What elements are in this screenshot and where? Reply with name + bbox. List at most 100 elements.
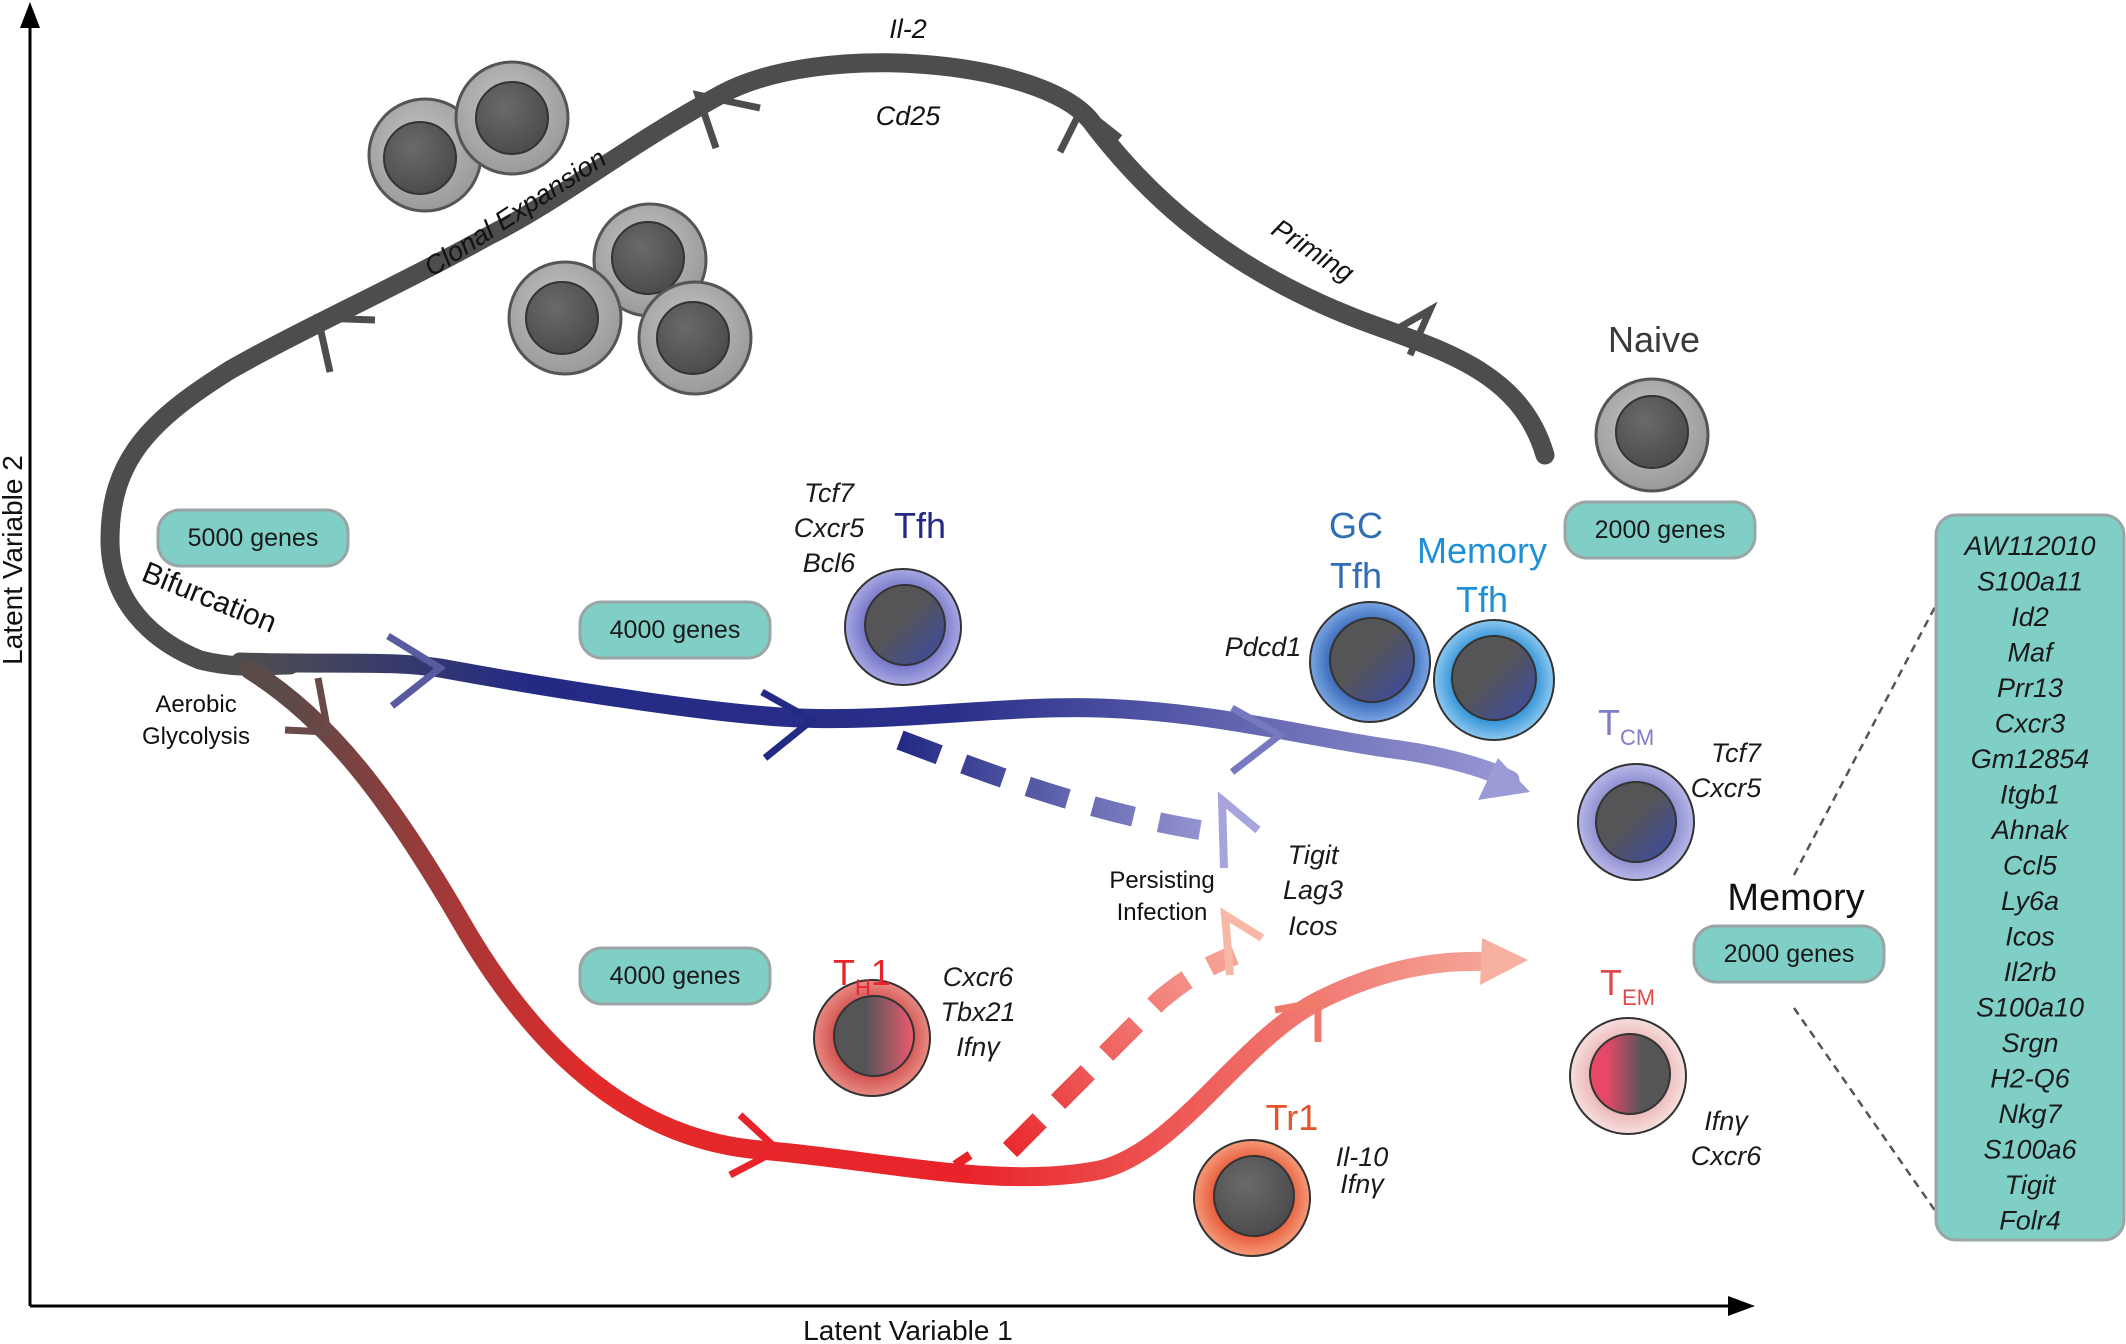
exhaustion-gene-labels: Tigit Lag3 Icos	[1283, 840, 1343, 941]
tfh-gene-labels: Tcf7 Cxcr5 Bcl6	[794, 478, 865, 578]
tcm-cell	[1577, 763, 1695, 881]
memory-gene-item: S100a10	[1976, 993, 2084, 1023]
memory-gene-list: AW112010S100a11Id2MafPrr13Cxcr3Gm12854It…	[1934, 513, 2126, 1242]
memory-gene-item: Ccl5	[2003, 851, 2058, 881]
svg-text:Tbx21: Tbx21	[940, 997, 1015, 1027]
svg-text:Ifnγ: Ifnγ	[1340, 1169, 1385, 1199]
blue-chevron-icon	[1229, 704, 1287, 775]
clonal-expansion-cells	[367, 60, 753, 396]
grey-chevron-icon	[1393, 301, 1438, 357]
red-dashed-arrow-icon	[1220, 907, 1265, 976]
svg-text:Cxcr6: Cxcr6	[1691, 1141, 1762, 1171]
gc-tfh-gene-label: Pdcd1	[1225, 632, 1302, 662]
memory-gene-item: Srgn	[2001, 1028, 2058, 1058]
memory-gene-item: H2-Q6	[1990, 1064, 2071, 1094]
x-axis-label: Latent Variable 1	[803, 1315, 1013, 1344]
infection-label: Infection	[1117, 899, 1208, 926]
persisting-label: Persisting	[1109, 867, 1214, 894]
memory-gene-item: Nkg7	[1998, 1099, 2062, 1129]
y-axis-arrow-icon	[20, 2, 40, 28]
blue-chevron-icon	[760, 688, 819, 761]
svg-text:Il-10: Il-10	[1336, 1142, 1389, 1172]
memory-tfh-cell	[1433, 619, 1555, 741]
tr1-gene-labels: Il-10 Ifnγ	[1336, 1142, 1389, 1199]
memory-connector-bottom	[1792, 1007, 1938, 1213]
memory-label: Memory	[1727, 877, 1864, 919]
tfh-label: Tfh	[894, 505, 946, 546]
memory-gene-item: Il2rb	[2004, 957, 2057, 987]
memory-gene-item: AW112010	[1962, 531, 2095, 561]
red-chevron-icon	[284, 677, 333, 736]
tfh-cell	[844, 568, 962, 686]
th1-label: TH1	[833, 952, 891, 1000]
blue-chevron-icon	[386, 633, 447, 709]
svg-text:Ifnγ: Ifnγ	[956, 1032, 1001, 1062]
memory-tfh-label-line1: Memory	[1417, 530, 1547, 571]
gc-tfh-label-line2: Tfh	[1330, 555, 1382, 596]
gene-count-pill: 4000 genes	[578, 600, 772, 660]
svg-text:2000 genes: 2000 genes	[1724, 940, 1855, 968]
cd25-label: Cd25	[876, 101, 942, 131]
naive-cell	[1594, 377, 1710, 493]
x-axis-arrow-icon	[1728, 1296, 1755, 1316]
memory-gene-item: Folr4	[1999, 1206, 2061, 1236]
gc-tfh-label-line1: GC	[1329, 505, 1383, 546]
glycolysis-label: Glycolysis	[142, 723, 250, 750]
y-axis-label: Latent Variable 2	[0, 455, 28, 665]
memory-gene-item: Cxcr3	[1995, 709, 2066, 739]
memory-gene-item: Ahnak	[1990, 815, 2070, 845]
memory-gene-item: Id2	[2011, 602, 2049, 632]
tcm-label: TCM	[1598, 702, 1654, 750]
svg-text:Tcf7: Tcf7	[1711, 738, 1762, 768]
svg-text:5000 genes: 5000 genes	[188, 524, 319, 552]
grey-chevron-icon	[692, 90, 761, 150]
memory-gene-item: Icos	[2005, 922, 2055, 952]
svg-text:Tigit: Tigit	[1288, 840, 1340, 870]
th1-gene-labels: Cxcr6 Tbx21 Ifnγ	[940, 962, 1015, 1062]
tem-gene-labels: Ifnγ Cxcr6	[1691, 1106, 1762, 1171]
red-chevron-icon	[1274, 997, 1322, 1042]
svg-text:4000 genes: 4000 genes	[610, 616, 741, 644]
gene-count-pill: 4000 genes	[578, 946, 772, 1006]
svg-text:2000 genes: 2000 genes	[1595, 516, 1726, 544]
memory-gene-item: Maf	[2007, 638, 2055, 668]
tem-label: TEM	[1600, 962, 1655, 1010]
svg-text:Cxcr5: Cxcr5	[794, 513, 865, 543]
memory-gene-item: Ly6a	[2001, 886, 2059, 916]
blue-dashed-branch	[896, 730, 1202, 840]
grey-chevron-icon	[313, 314, 376, 373]
memory-gene-item: Itgb1	[2000, 780, 2060, 810]
red-dashed-branch	[1002, 945, 1239, 1158]
memory-gene-item: Gm12854	[1971, 744, 2090, 774]
svg-text:4000 genes: 4000 genes	[610, 962, 741, 990]
svg-text:Cxcr6: Cxcr6	[943, 962, 1014, 992]
memory-connector-top	[1792, 604, 1938, 876]
gc-tfh-cell	[1309, 601, 1431, 723]
svg-text:Tcf7: Tcf7	[804, 478, 855, 508]
tem-cell	[1569, 1017, 1687, 1135]
red-chevron-icon	[952, 1151, 973, 1169]
grey-trajectory	[100, 53, 1555, 676]
gene-count-pill: 2000 genes	[1563, 500, 1757, 560]
aerobic-label: Aerobic	[155, 691, 236, 718]
blue-dashed-arrow-icon	[1217, 791, 1261, 869]
svg-text:Ifnγ: Ifnγ	[1704, 1106, 1749, 1136]
memory-gene-item: Tigit	[2005, 1170, 2057, 1200]
memory-gene-item: Prr13	[1997, 673, 2063, 703]
naive-label: Naive	[1608, 319, 1700, 360]
memory-tfh-label-line2: Tfh	[1456, 579, 1508, 620]
red-chevron-icon	[728, 1112, 785, 1179]
tcm-gene-labels: Tcf7 Cxcr5	[1691, 738, 1762, 803]
tr1-label: Tr1	[1266, 1097, 1319, 1138]
memory-gene-item: S100a11	[1977, 567, 2083, 597]
th1-cell	[813, 979, 931, 1097]
tcm-arrowhead-icon	[1478, 758, 1530, 800]
svg-text:Bcl6: Bcl6	[803, 548, 857, 578]
svg-text:Lag3: Lag3	[1283, 875, 1343, 905]
gene-count-pill: 5000 genes	[156, 508, 350, 568]
tr1-cell	[1193, 1139, 1311, 1257]
memory-gene-item: S100a6	[1983, 1135, 2077, 1165]
gene-count-pill: 2000 genes	[1692, 924, 1886, 984]
svg-text:Icos: Icos	[1288, 911, 1338, 941]
